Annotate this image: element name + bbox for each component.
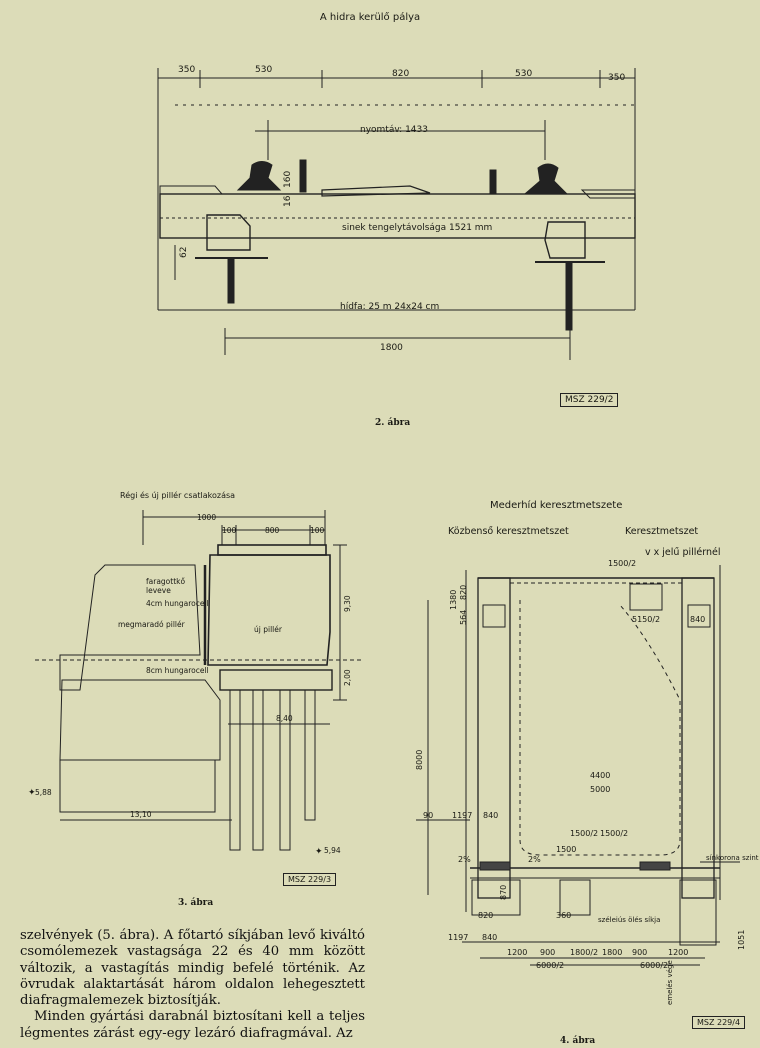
fig4-dim-1197b: 1197 — [448, 933, 468, 942]
fig4-dim-1200a: 1200 — [507, 948, 527, 957]
fig4-dim-820b: 820 — [478, 911, 493, 920]
fig3-lbl-faragott: faragottkő — [146, 577, 185, 586]
fig4-dim-8000: 8000 — [415, 750, 424, 770]
fig3-lbl-hungarocell4: 4cm hungarocell — [146, 599, 209, 608]
fig3-dim-200: 2,00 — [343, 669, 352, 686]
paragraph-2: Minden gyártási darabnál biztosítani kel… — [20, 1009, 365, 1041]
fig4-dim-1500: 1500 — [556, 845, 576, 854]
fig4-lbl-szelcsusa: széleiús ölés síkja — [598, 916, 660, 924]
fig4-dim-6000-2a: 6000/2 — [536, 961, 564, 970]
fig4-sub-right: Keresztmetszet — [625, 526, 698, 537]
fig4-dim-1500-2a: 1500/2 — [608, 559, 636, 568]
fig4-dim-5000: 5000 — [590, 785, 610, 794]
fig4-dim-820: 820 — [459, 585, 468, 600]
fig4-dim-1200b: 1200 — [668, 948, 688, 957]
fig3-dim-1000: 1000 — [197, 513, 216, 522]
fig4-dim-5150-2: 5150/2 — [632, 615, 660, 624]
fig3-dim-800: 800 — [265, 526, 280, 535]
fig3-level-left: 5,88 — [35, 788, 52, 797]
fig4-title: Mederhíd keresztmetszete — [490, 499, 622, 511]
fig4-lbl-bottom: emelés vége — [666, 960, 674, 1005]
figure-2-drawing: A hidra kerülő pálya — [157, 11, 636, 360]
fig3-title: Régi és új pillér csatlakozása — [120, 490, 235, 500]
fig2-gauge: nyomtáv: 1433 — [360, 125, 428, 135]
fig4-dim-6000-2b: 6000/2 — [640, 961, 668, 970]
fig4-slope-left: 2% — [458, 855, 471, 864]
fig4-dim-900b: 900 — [632, 948, 647, 957]
fig2-beam-label: hídfa: 25 m 24x24 cm — [340, 302, 439, 312]
fig3-dim-100a: 100 — [222, 526, 237, 535]
fig3-lbl-hungarocell8: 8cm hungarocell — [146, 666, 209, 675]
fig4-dim-840b: 840 — [483, 811, 498, 820]
fig2-dim-350a: 350 — [178, 65, 195, 75]
fig3-dim-930: 9,30 — [343, 595, 352, 612]
fig3-level-right: 5,94 — [324, 846, 341, 855]
fig3-dim-1310: 13,10 — [130, 810, 152, 819]
fig2-caption: 2. ábra — [375, 418, 411, 428]
fig4-sub-left: Közbenső keresztmetszet — [448, 526, 569, 537]
fig3-dim-100b: 100 — [310, 526, 325, 535]
fig4-dim-1197a: 1197 — [452, 811, 472, 820]
fig4-dim-4400: 4400 — [590, 771, 610, 780]
fig3-lbl-megmarado: megmaradó pillér — [118, 620, 186, 629]
fig3-level-left-marker: ✦ — [28, 788, 36, 798]
fig4-dim-1800: 1800 — [602, 948, 622, 957]
fig4-dim-900a: 900 — [540, 948, 555, 957]
fig4-dim-840a: 840 — [690, 615, 705, 624]
fig4-dim-870: 870 — [499, 885, 508, 900]
fig2-total-width: 1800 — [380, 343, 403, 353]
fig2-axis-distance: sinek tengelytávolsága 1521 mm — [342, 223, 492, 233]
fig2-dim-530a: 530 — [255, 65, 272, 75]
fig4-dim-1500-2b: 1500/2 — [570, 829, 598, 838]
fig2-dim-350b: 350 — [608, 73, 625, 83]
fig4-slope-right: 2% — [528, 855, 541, 864]
fig2-rail-small: 16 — [283, 195, 293, 207]
fig4-sub-right2: v x jelű pillérnél — [645, 547, 721, 558]
fig2-dim-530b: 530 — [515, 69, 532, 79]
fig3-lbl-uj: új pillér — [254, 625, 283, 634]
fig4-sinkorona: sínkorona szint — [706, 854, 759, 862]
fig4-dim-840c: 840 — [482, 933, 497, 942]
paragraph-1: szelvények (5. ábra). A főtartó síkjában… — [20, 928, 365, 1009]
fig4-dim-1051: 1051 — [737, 930, 746, 950]
fig3-caption: 3. ábra — [178, 898, 214, 908]
fig2-rail-height: 160 — [283, 171, 293, 188]
fig2-standard-label: MSZ 229/2 — [560, 393, 619, 407]
fig4-dim-1500-2c: 1500/2 — [600, 829, 628, 838]
fig3-level-right-marker: ✦ — [315, 847, 323, 857]
fig4-dim-1800-2: 1800/2 — [570, 948, 598, 957]
fig4-dim-564: 564 — [459, 610, 468, 625]
fig3-dim-840: 8,40 — [276, 714, 293, 723]
fig4-dim-360: 360 — [556, 911, 571, 920]
fig3-standard-label: MSZ 229/3 — [283, 873, 337, 886]
fig4-dim-90: 90 — [423, 811, 433, 820]
body-text: szelvények (5. ábra). A főtartó síkjában… — [20, 928, 365, 1042]
fig2-dim-820: 820 — [392, 69, 409, 79]
fig4-caption: 4. ábra — [560, 1036, 596, 1046]
fig4-dim-1380: 1380 — [449, 590, 458, 610]
fig3-lbl-leveve: leveve — [146, 586, 171, 595]
fig2-beam-height: 62 — [179, 247, 189, 258]
fig4-standard-label: MSZ 229/4 — [692, 1016, 746, 1029]
fig2-title: A hidra kerülő pálya — [320, 11, 420, 23]
